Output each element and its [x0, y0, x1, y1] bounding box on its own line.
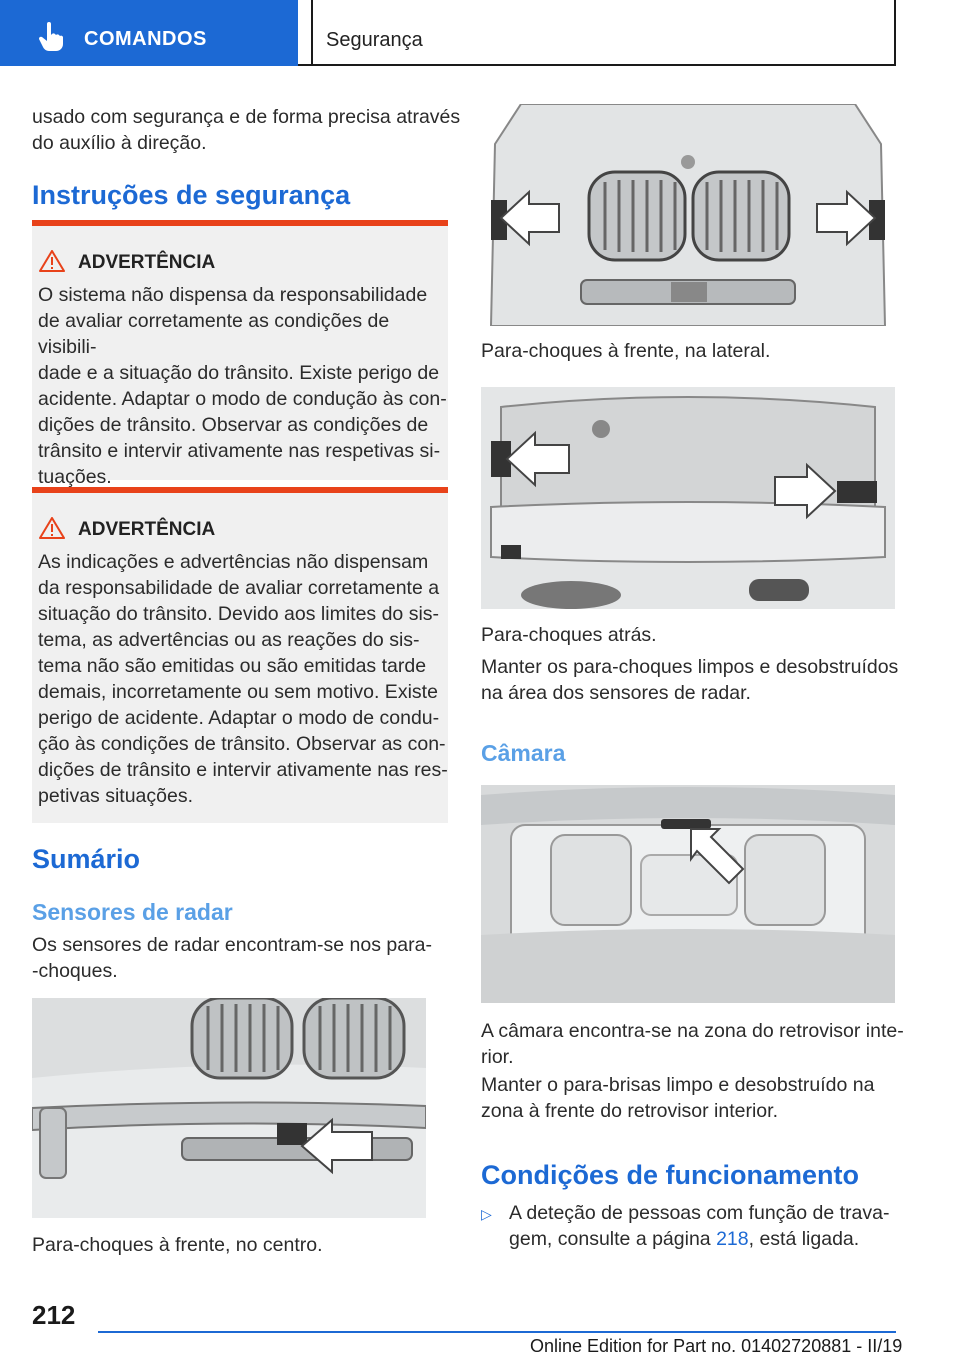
figure-front-bumper-center: [32, 998, 426, 1218]
intro-paragraph: usado com segurança e de forma precisa a…: [32, 104, 460, 156]
footer-rule: [98, 1331, 896, 1333]
car-interior-camera-illustration: [481, 785, 895, 1003]
intro-line: usado com segurança e de forma precisa a…: [32, 106, 461, 128]
heading-camera: Câmara: [481, 740, 566, 766]
radar-paragraph: Os sensores de radar encontram-se nos pa…: [32, 932, 432, 984]
heading-summary: Sumário: [32, 844, 141, 874]
warning-line: de avaliar corretamente as condições de …: [38, 310, 390, 358]
warning-line: demais, incorretamente ou sem motivo. Ex…: [38, 681, 438, 703]
warning-title: ADVERTÊNCIA: [78, 519, 216, 540]
keep-clean-line: Manter os para-choques limpos e desobstr…: [481, 656, 899, 678]
keep-clean-paragraph: Manter os para-choques limpos e desobstr…: [481, 654, 898, 706]
warning-line: acidente. Adaptar o modo de condução às …: [38, 388, 447, 410]
intro-line: do auxílio à direção.: [32, 132, 207, 154]
warning-line: dições de trânsito. Observar as condiçõe…: [38, 414, 429, 436]
camera-paragraph: A câmara encontra-se na zona do retrovis…: [481, 1018, 904, 1070]
header-rule: [298, 64, 896, 66]
radar-line: Os sensores de radar encontram-se nos pa…: [32, 934, 432, 956]
warning-triangle-icon: [39, 517, 65, 539]
caption-front-center: Para-choques à frente, no centro.: [32, 1234, 323, 1256]
list-item-line: A deteção de pessoas com função de trava…: [509, 1202, 890, 1224]
warning-line: tema, as advertências ou as reações do s…: [38, 629, 420, 651]
radar-line: ‐choques.: [32, 960, 118, 982]
windshield-line: zona à frente do retrovisor interior.: [481, 1100, 778, 1122]
warning-box: ADVERTÊNCIA O sistema não dispensa da re…: [32, 220, 448, 488]
list-item-line: gem, consulte a página 218, está ligada.: [509, 1226, 899, 1252]
camera-line: A câmara encontra-se na zona do retrovis…: [481, 1020, 904, 1042]
warning-line: tuações.: [38, 466, 112, 488]
warning-text: O sistema não dispensa da responsabilida…: [38, 282, 448, 490]
warning-line: perigo de acidente. Adaptar o modo de co…: [38, 707, 440, 729]
bullet-triangle-icon: ▷: [481, 1206, 492, 1222]
hand-pointer-icon: [38, 22, 63, 51]
footer-edition-text: Online Edition for Part no. 01402720881 …: [530, 1336, 903, 1356]
chapter-tab[interactable]: COMANDOS: [0, 0, 298, 66]
list-item-text: A deteção de pessoas com função de trava…: [509, 1200, 899, 1252]
warning-line: dade e a situação do trânsito. Existe pe…: [38, 362, 440, 384]
warning-line: situação do trânsito. Devido aos limites…: [38, 603, 440, 625]
heading-operating-conditions: Condições de funcionamento: [481, 1160, 860, 1190]
page-number: 212: [32, 1300, 76, 1330]
header-separator-left: [311, 0, 313, 66]
figure-camera: [481, 785, 895, 1003]
warning-line: O sistema não dispensa da responsabilida…: [38, 284, 428, 306]
windshield-line: Manter o para-brisas limpo e desobstruíd…: [481, 1074, 875, 1096]
warning-line: tema não são emitidas ou são emitidas ta…: [38, 655, 427, 677]
figure-front-bumper-side: [481, 104, 895, 326]
chapter-tab-label: COMANDOS: [84, 28, 207, 50]
heading-safety-instructions: Instruções de segurança: [32, 180, 351, 210]
warning-line: da responsabilidade de avaliar corretame…: [38, 577, 440, 599]
car-rear-illustration: [481, 387, 895, 609]
warning-box: ADVERTÊNCIA As indicações e advertências…: [32, 487, 448, 823]
car-front-center-illustration: [32, 998, 426, 1218]
section-title: Segurança: [326, 29, 423, 51]
page-reference-link[interactable]: 218: [716, 1228, 749, 1250]
warning-line: As indicações e advertências não dispens…: [38, 551, 429, 573]
list-item-text-part: , está ligada.: [748, 1228, 860, 1250]
camera-line: rior.: [481, 1046, 514, 1068]
header-separator-right: [894, 0, 896, 66]
windshield-paragraph: Manter o para-brisas limpo e desobstruíd…: [481, 1072, 874, 1124]
warning-line: ção às condições de trânsito. Observar a…: [38, 733, 446, 755]
warning-line: dições de trânsito e intervir ativamente…: [38, 759, 448, 781]
keep-clean-line: na área dos sensores de radar.: [481, 682, 751, 704]
caption-front-side: Para-choques à frente, na lateral.: [481, 340, 771, 362]
list-item-text-part: gem, consulte a página: [509, 1228, 717, 1250]
car-front-side-illustration: [481, 104, 895, 326]
warning-line: trânsito e intervir ativamente nas respe…: [38, 440, 441, 462]
warning-triangle-icon: [39, 250, 65, 272]
heading-radar-sensors: Sensores de radar: [32, 899, 233, 925]
warning-title: ADVERTÊNCIA: [78, 252, 216, 273]
warning-text: As indicações e advertências não dispens…: [38, 549, 448, 809]
figure-rear-bumper: [481, 387, 895, 609]
warning-line: petivas situações.: [38, 785, 194, 807]
caption-rear: Para-choques atrás.: [481, 624, 657, 646]
